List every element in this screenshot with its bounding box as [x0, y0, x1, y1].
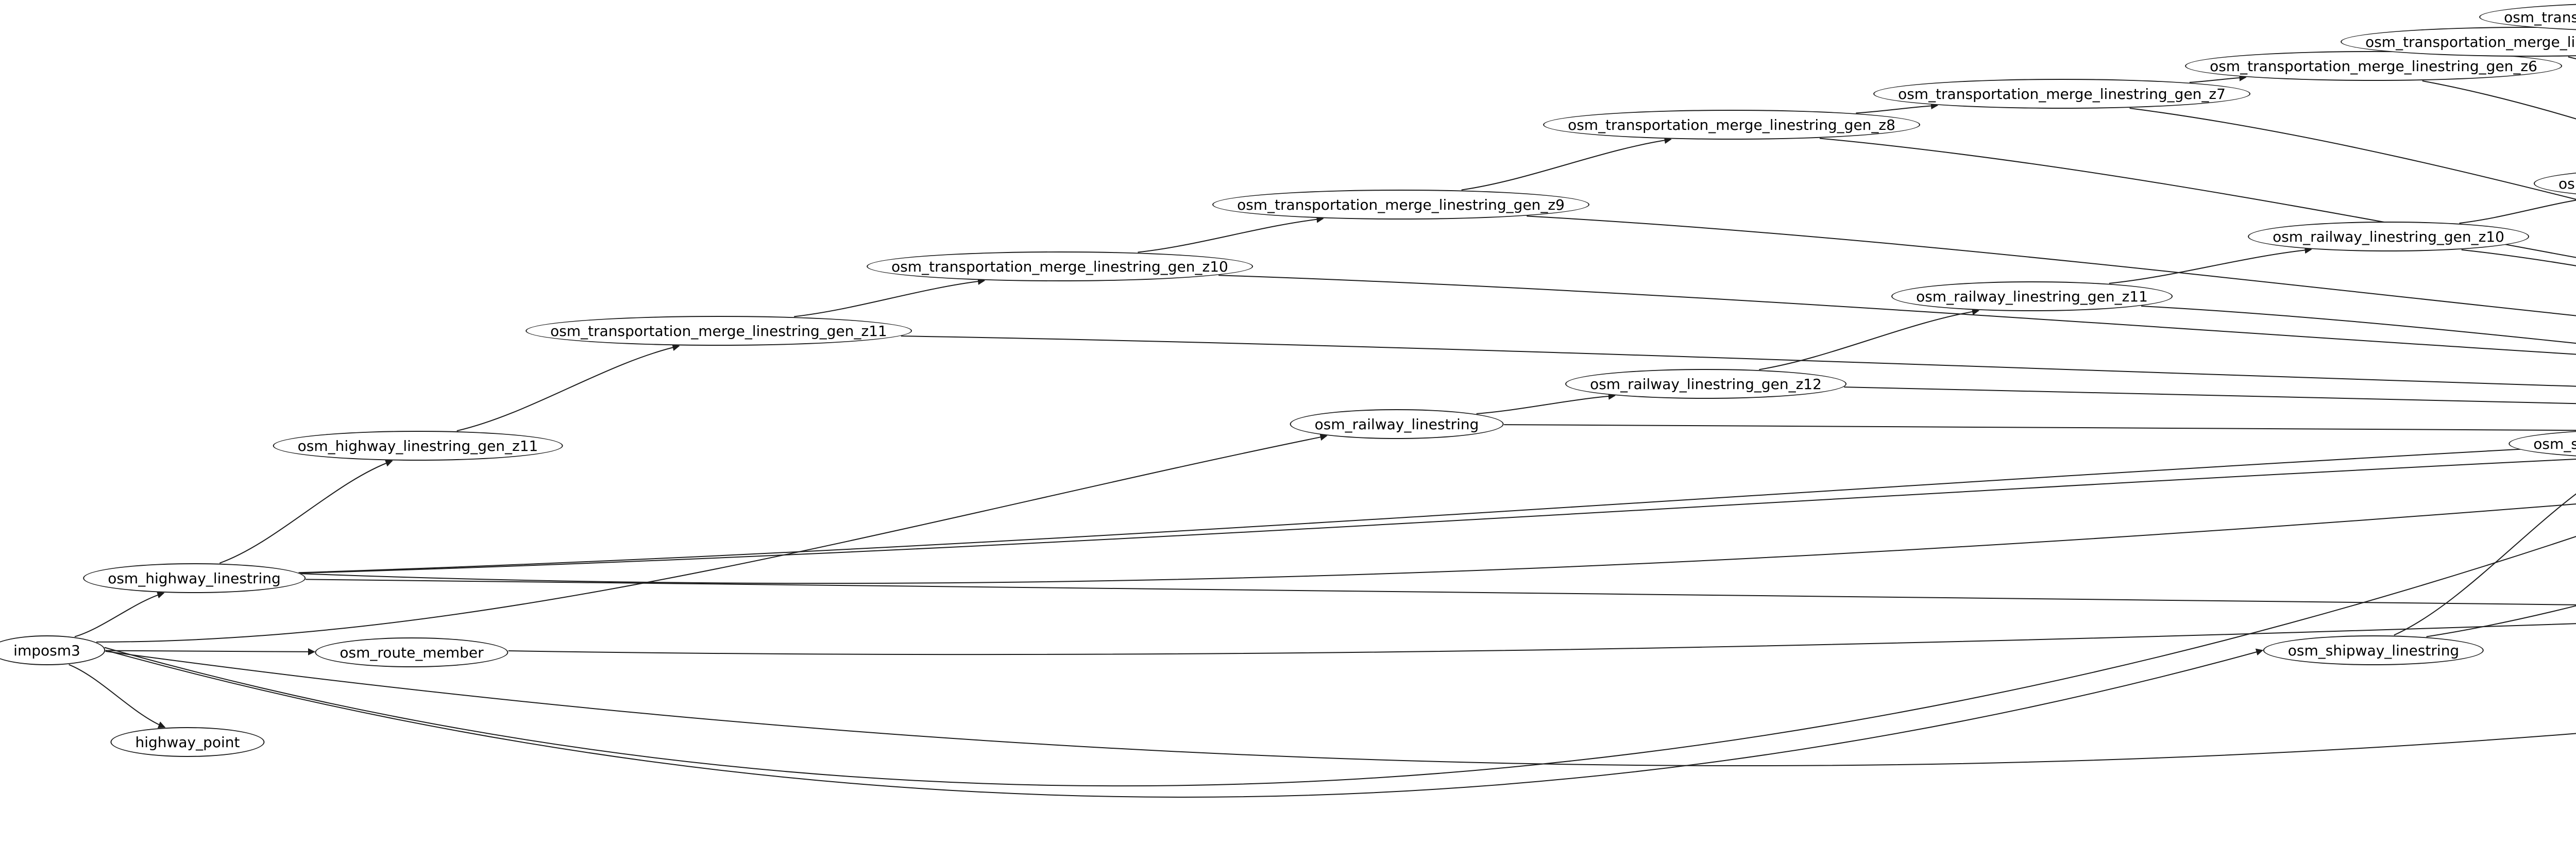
- node-osm_railway_linestring_gen_z12: osm_railway_linestring_gen_z12: [1565, 369, 1846, 399]
- edge-imposm3-to-osm_railway_linestring: [96, 433, 1328, 643]
- node-imposm3: imposm3: [0, 635, 105, 665]
- edge-osm_transportation_merge_linestring_gen_z9-to-layer-z9: [1527, 215, 2576, 316]
- edge-imposm3-to-osm_shipway_linestring: [105, 648, 2264, 798]
- edge-osm_transportation_merge_linestring_gen_z8-to-osm_transportation_merge_linestring_gen_z7: [1856, 102, 1938, 114]
- edge-osm_highway_linestring-to-layer-z14+: [301, 503, 2576, 584]
- edge-osm_highway_linestring-to-osm_highway_linestring_gen_z11: [219, 460, 393, 564]
- edge-osm_railway_linestring-to-layer-z13: [1504, 424, 2576, 431]
- edge-imposm3-to-highway_point: [69, 664, 166, 729]
- edge-osm_transportation_merge_linestring_gen_z7-to-osm_transportation_merge_linestring_gen_z6: [2189, 74, 2247, 83]
- node-osm_railway_linestring: osm_railway_linestring: [1290, 409, 1504, 439]
- edge-osm_railway_linestring_gen_z11-to-osm_railway_linestring_gen_z10: [2109, 246, 2312, 284]
- edge-osm_highway_linestring-to-osm_transportation_name_network: [306, 579, 2576, 607]
- edge-imposm3-to-osm_route_member: [105, 648, 315, 655]
- node-osm_route_member: osm_route_member: [315, 637, 509, 667]
- edge-osm_transportation_merge_linestring_gen_z7-to-layer-z7: [2129, 108, 2576, 200]
- node-highway_point: highway_point: [110, 727, 265, 757]
- edge-imposm3-to-osm_aerialway_linestring: [104, 536, 2576, 787]
- node-osm_transportation_merge_linestring_gen_z7: osm_transportation_merge_linestring_gen_…: [1873, 79, 2250, 109]
- edge-osm_shipway_linestring-to-osm_shipway_linestring_gen_z12: [2394, 493, 2576, 636]
- node-osm_transportation_merge_linestring_gen_z8: osm_transportation_merge_linestring_gen_…: [1543, 110, 1920, 140]
- edge-osm_transportation_merge_linestring_gen_z11-to-osm_transportation_merge_linestring_gen_z10: [794, 278, 986, 317]
- edge-osm_transportation_merge_linestring_gen_z10-to-osm_transportation_merge_linestring_gen_z9: [1138, 215, 1324, 253]
- edge-osm_highway_linestring_gen_z11-to-osm_transportation_merge_linestring_gen_z11: [456, 344, 680, 432]
- edge-osm_railway_linestring_gen_z10-to-osm_railway_linestring_gen_z9: [2459, 199, 2576, 224]
- node-osm_highway_linestring: osm_highway_linestring: [83, 563, 306, 593]
- edge-osm_railway_linestring-to-osm_railway_linestring_gen_z12: [1476, 392, 1616, 414]
- edge-osm_transportation_merge_linestring_gen_z6-to-layer-z6: [2422, 80, 2576, 120]
- edge-osm_railway_linestring_gen_z12-to-osm_railway_linestring_gen_z11: [1759, 308, 1979, 370]
- edge-osm_transportation_merge_linestring_gen_z8-to-layer-z8: [1819, 138, 2576, 258]
- edge-osm_shipway_linestring-to-layer-z13: [2426, 605, 2576, 637]
- node-osm_shipway_linestring: osm_shipway_linestring: [2263, 635, 2484, 665]
- edge-imposm3-to-osm_highway_linestring: [74, 591, 165, 637]
- edge-osm_transportation_merge_linestring_gen_z9-to-osm_transportation_merge_linestring_gen_z8: [1461, 137, 1672, 191]
- node-osm_transportation_merge_linestring_gen_z10: osm_transportation_merge_linestring_gen_…: [867, 251, 1253, 281]
- node-osm_transportation_merge_linestring_gen_z9: osm_transportation_merge_linestring_gen_…: [1212, 190, 1589, 220]
- node-osm_highway_linestring_gen_z11: osm_highway_linestring_gen_z11: [273, 431, 563, 461]
- node-osm_transportation_merge_linestring_gen_z11: osm_transportation_merge_linestring_gen_…: [526, 316, 912, 346]
- node-osm_railway_linestring_gen_z11: osm_railway_linestring_gen_z11: [1891, 281, 2173, 311]
- edge-osm_transportation_merge_linestring_gen_z10-to-layer-z10: [1218, 275, 2576, 355]
- edge-osm_railway_linestring_gen_z11-to-layer-z11: [2141, 306, 2576, 344]
- edge-osm_transportation_merge_linestring_gen_z11-to-layer-z11: [901, 335, 2576, 387]
- edge-osm_highway_linestring-to-layer-z13: [299, 459, 2576, 574]
- edge-osm_railway_linestring_gen_z12-to-layer-z12: [1844, 386, 2576, 405]
- edge-imposm3-to-osm_highway_polygon: [105, 650, 2576, 766]
- edge-osm_railway_linestring_gen_z10-to-layer-z10: [2461, 249, 2576, 266]
- node-osm_railway_linestring_gen_z10: osm_railway_linestring_gen_z10: [2248, 222, 2529, 251]
- edge-osm_route_member-to-osm_transportation_name_network: [508, 623, 2576, 655]
- edge-osm_highway_linestring-to-layer-z12: [298, 445, 2576, 574]
